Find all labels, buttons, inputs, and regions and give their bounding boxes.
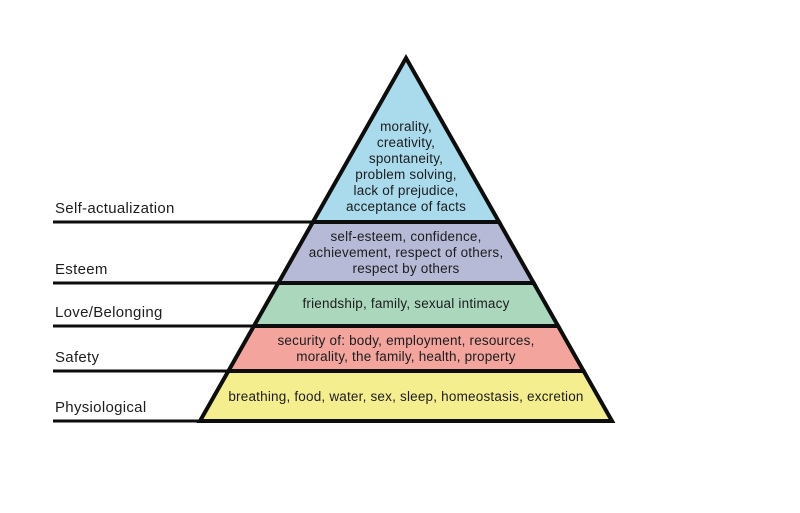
- level-items-esteem: self-esteem, confidence, achievement, re…: [308, 229, 504, 276]
- pyramid-level-self-actualization-shape: [309, 53, 503, 224]
- level-items-safety: security of: body, employment, resources…: [277, 333, 535, 364]
- level-label-physiological: Physiological: [55, 399, 147, 416]
- level-label-safety: Safety: [55, 349, 100, 366]
- level-label-esteem: Esteem: [55, 261, 108, 278]
- level-items-self-actualization: morality, creativity, spontaneity, probl…: [345, 119, 467, 214]
- level-items-love-belonging: friendship, family, sexual intimacy: [302, 296, 510, 311]
- level-label-self-actualization: Self-actualization: [55, 200, 175, 217]
- level-items-physiological: breathing, food, water, sex, sleep, home…: [228, 389, 584, 404]
- level-label-love-belonging: Love/Belonging: [55, 304, 163, 321]
